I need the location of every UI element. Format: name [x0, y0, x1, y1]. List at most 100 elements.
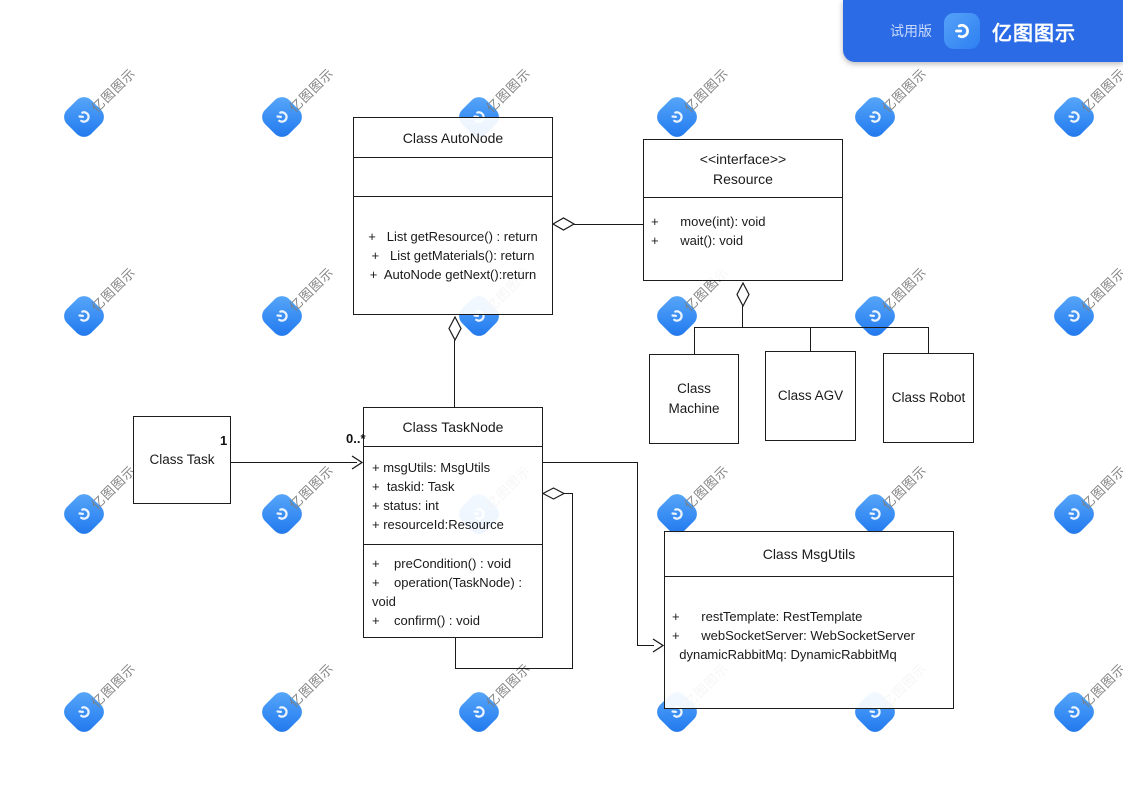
- member-line: + wait(): void: [651, 233, 744, 248]
- edraw-watermark-icon: [59, 687, 109, 737]
- watermark-text: 亿图图示: [1078, 660, 1123, 711]
- edraw-logo-icon: [944, 13, 980, 49]
- resource-tree-stem[interactable]: [742, 306, 743, 327]
- edraw-watermark-icon: [59, 92, 109, 142]
- resource-diamond[interactable]: [736, 282, 750, 307]
- member-line: + List getMaterials(): return: [371, 248, 535, 263]
- class-agv[interactable]: Class AGV: [765, 351, 856, 441]
- edraw-watermark-icon: [1049, 291, 1099, 341]
- watermark-text: 亿图图示: [286, 264, 337, 315]
- edraw-watermark-icon: [1049, 92, 1099, 142]
- tasknode-self-v2[interactable]: [455, 638, 456, 669]
- class-tasknode[interactable]: Class TaskNode + msgUtils: MsgUtils + tas…: [363, 407, 543, 638]
- watermark: 亿图图示: [59, 660, 139, 737]
- watermark: 亿图图示: [1049, 264, 1123, 341]
- class-autonode-methods: + List getResource() : return + List getM…: [354, 197, 552, 314]
- edraw-watermark-icon: [257, 687, 307, 737]
- edraw-watermark-icon: [257, 291, 307, 341]
- edraw-watermark-icon: [850, 92, 900, 142]
- watermark-text: 亿图图示: [681, 65, 732, 116]
- edraw-watermark-icon: [652, 92, 702, 142]
- edraw-watermark-icon: [59, 489, 109, 539]
- class-autonode[interactable]: Class AutoNode + List getResource() : re…: [353, 117, 553, 315]
- tasknode-msgutils-line-h1[interactable]: [543, 462, 637, 463]
- class-autonode-attributes: [354, 158, 552, 197]
- member-line: + resourceId:Resource: [372, 517, 504, 532]
- autonode-resource-diamond[interactable]: [552, 217, 575, 231]
- watermark-text: 亿图图示: [88, 660, 139, 711]
- tasknode-self-v1[interactable]: [572, 493, 573, 669]
- watermark: 亿图图示: [59, 65, 139, 142]
- member-line: + operation(TaskNode) : void: [372, 575, 526, 609]
- class-autonode-title: Class AutoNode: [354, 118, 552, 158]
- watermark-text: 亿图图示: [1078, 65, 1123, 116]
- watermark-text: 亿图图示: [286, 462, 337, 513]
- interface-name: Resource: [713, 170, 773, 187]
- watermark-text: 亿图图示: [88, 65, 139, 116]
- interface-stereotype: <<interface>>: [699, 150, 787, 167]
- edraw-watermark-icon: [1049, 687, 1099, 737]
- member-line: + List getResource() : return: [368, 229, 538, 244]
- class-msgutils[interactable]: Class MsgUtils + restTemplate: RestTempl…: [664, 531, 954, 709]
- watermark: 亿图图示: [59, 462, 139, 539]
- watermark-text: 亿图图示: [879, 65, 930, 116]
- watermark-text: 亿图图示: [681, 462, 732, 513]
- edraw-watermark-icon: [850, 489, 900, 539]
- class-robot[interactable]: Class Robot: [883, 353, 974, 443]
- tasknode-self-h1[interactable]: [564, 493, 573, 494]
- class-tasknode-title: Class TaskNode: [364, 408, 542, 447]
- brand-name: 亿图图示: [992, 22, 1076, 45]
- tasknode-multiplicity-label: 0..*: [346, 431, 366, 446]
- tasknode-self-h2[interactable]: [455, 668, 573, 669]
- resource-machine-drop[interactable]: [694, 327, 695, 354]
- class-tasknode-attributes: + msgUtils: MsgUtils + taskid: Task + stat…: [364, 447, 542, 545]
- autonode-tasknode-line[interactable]: [454, 340, 455, 407]
- watermark-text: 亿图图示: [88, 264, 139, 315]
- watermark-text: 亿图图示: [88, 462, 139, 513]
- watermark: 亿图图示: [257, 65, 337, 142]
- task-multiplicity-label: 1: [220, 433, 228, 448]
- watermark-text: 亿图图示: [483, 65, 534, 116]
- watermark: 亿图图示: [257, 264, 337, 341]
- watermark: 亿图图示: [1049, 462, 1123, 539]
- class-machine[interactable]: Class Machine: [649, 354, 739, 444]
- class-agv-title: Class AGV: [777, 388, 844, 403]
- member-line: + taskid: Task: [372, 479, 455, 494]
- class-tasknode-methods: + preCondition() : void + operation(TaskN…: [364, 545, 542, 637]
- member-line: dynamicRabbitMq: DynamicRabbitMq: [672, 647, 897, 662]
- resource-robot-drop[interactable]: [928, 327, 929, 353]
- task-tasknode-arrowhead[interactable]: [351, 455, 364, 470]
- member-line: + webSocketServer: WebSocketServer: [672, 628, 915, 643]
- watermark: 亿图图示: [652, 264, 732, 341]
- class-task[interactable]: Class Task: [133, 416, 231, 504]
- watermark: 亿图图示: [850, 65, 930, 142]
- trial-banner[interactable]: 试用版 亿图图示: [843, 0, 1123, 62]
- watermark: 亿图图示: [850, 264, 930, 341]
- edraw-watermark-icon: [652, 291, 702, 341]
- member-line: + status: int: [372, 498, 439, 513]
- resource-agv-drop[interactable]: [810, 327, 811, 351]
- autonode-tasknode-diamond[interactable]: [448, 316, 462, 341]
- autonode-resource-line[interactable]: [574, 224, 643, 225]
- watermark-text: 亿图图示: [1078, 264, 1123, 315]
- trial-version-label: 试用版: [890, 23, 932, 39]
- watermark-text: 亿图图示: [286, 660, 337, 711]
- member-line: + preCondition() : void: [372, 556, 512, 571]
- watermark: 亿图图示: [59, 264, 139, 341]
- interface-resource[interactable]: <<interface>> Resource + move(int): void…: [643, 139, 843, 281]
- tasknode-msgutils-line-h2[interactable]: [637, 645, 654, 646]
- member-line: + msgUtils: MsgUtils: [372, 460, 491, 475]
- resource-tree-crossbar[interactable]: [694, 327, 928, 328]
- tasknode-msgutils-line-v[interactable]: [637, 462, 638, 645]
- edraw-watermark-icon: [652, 489, 702, 539]
- edraw-watermark-icon: [1049, 489, 1099, 539]
- watermark-text: 亿图图示: [483, 660, 534, 711]
- watermark: 亿图图示: [454, 660, 534, 737]
- watermark-text: 亿图图示: [1078, 462, 1123, 513]
- watermark: 亿图图示: [850, 462, 930, 539]
- class-machine-title: Class Machine: [668, 381, 720, 416]
- tasknode-self-diamond[interactable]: [542, 487, 565, 500]
- tasknode-msgutils-arrowhead[interactable]: [652, 638, 665, 653]
- task-tasknode-line[interactable]: [231, 462, 357, 463]
